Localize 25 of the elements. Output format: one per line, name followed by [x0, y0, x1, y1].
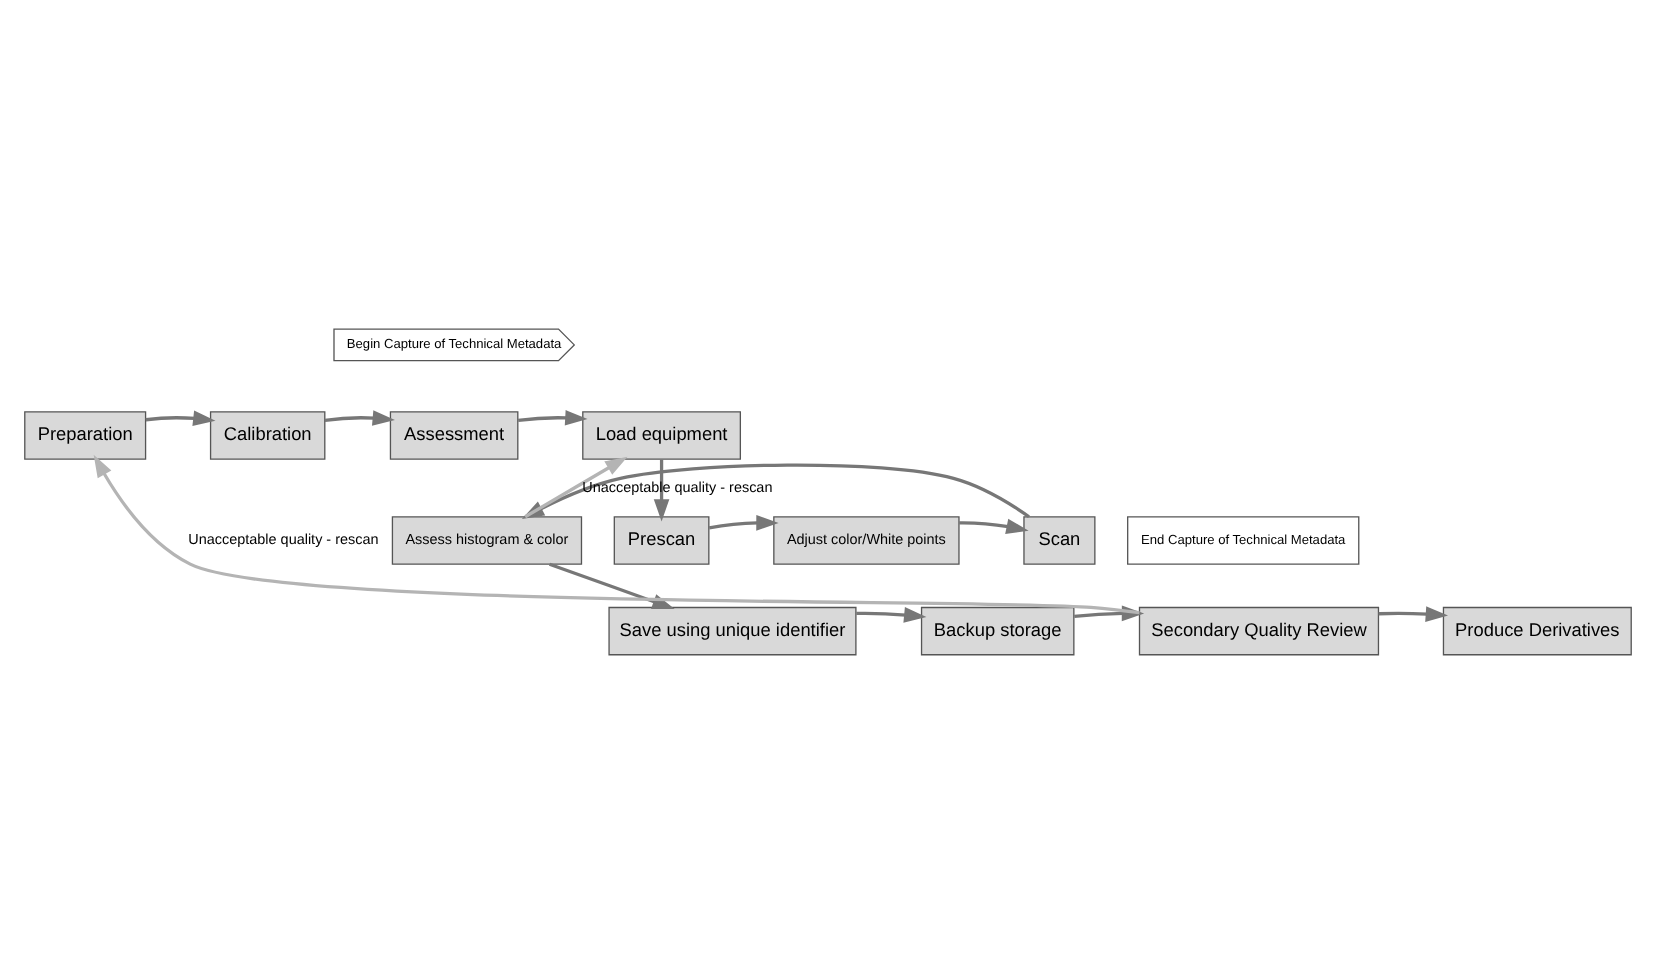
- node-box: Prescan: [613, 516, 710, 565]
- arrow: [517, 410, 588, 426]
- node-box: Backup storage: [920, 606, 1075, 656]
- arrow: [1378, 606, 1449, 622]
- edge-label: Unacceptable quality - rescan: [188, 530, 379, 549]
- arrow: [708, 515, 779, 531]
- node-box: Scan: [1023, 516, 1096, 565]
- arrow: [93, 454, 1140, 615]
- node-box: Produce Derivatives: [1442, 606, 1632, 656]
- node-box: Assess histogram & color: [391, 516, 583, 565]
- node-box: Secondary Quality Review: [1138, 606, 1380, 656]
- arrow: [524, 456, 628, 519]
- arrow: [145, 410, 216, 427]
- node-box: Save using unique identifier: [608, 606, 857, 656]
- edge-label: Unacceptable quality - rescan: [582, 477, 773, 496]
- arrow: [549, 562, 675, 610]
- arrow: [324, 410, 395, 426]
- node-box: Adjust color/White points: [773, 516, 960, 565]
- node-box: Assessment: [389, 411, 519, 460]
- node-box: Load equipment: [582, 411, 741, 460]
- arrow: [959, 518, 1029, 535]
- node-box: Preparation: [24, 411, 147, 460]
- node-box: Calibration: [209, 411, 326, 460]
- arrow: [653, 459, 670, 522]
- arrow: [856, 607, 927, 623]
